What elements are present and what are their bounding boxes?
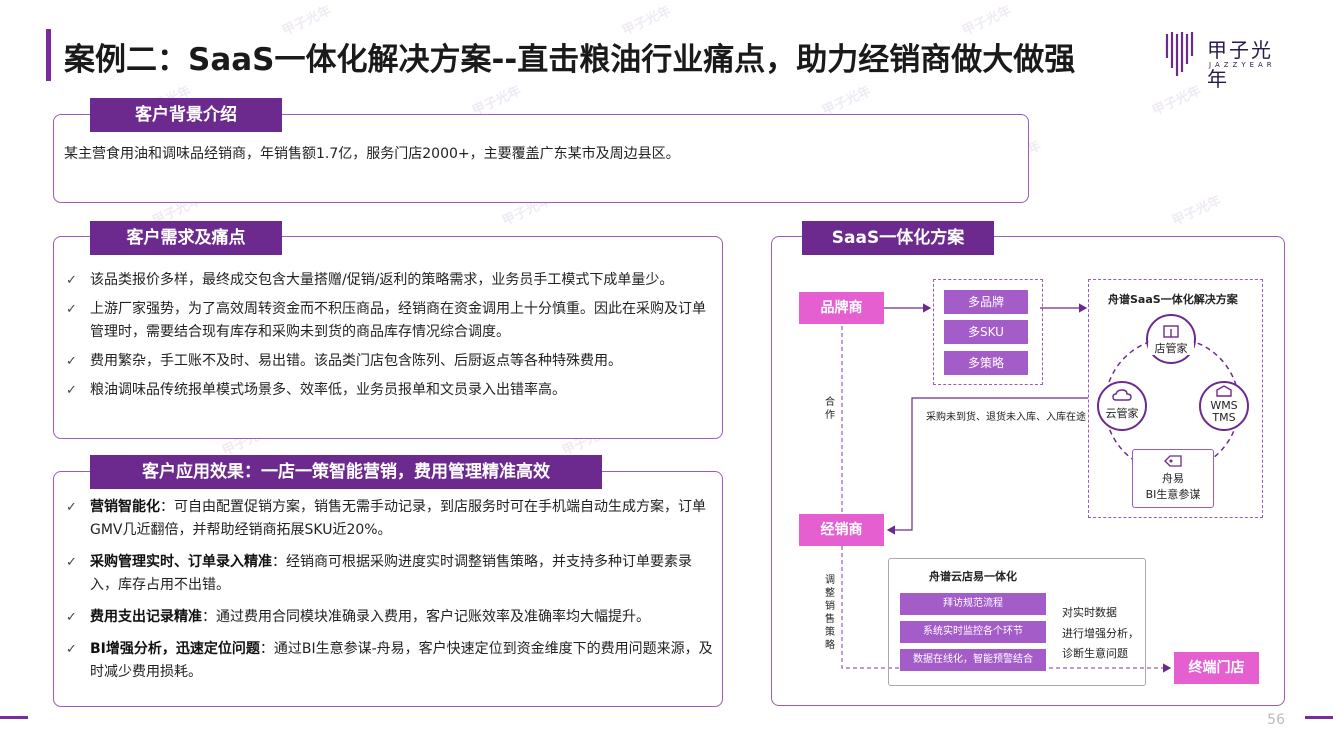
check-icon: ✓ [66,302,77,317]
check-icon: ✓ [66,383,77,398]
wms-tms-node: WMS TMS [1199,381,1249,431]
zhouyi-label: 舟易 [1162,472,1184,485]
logo-cn-text: 甲子光年 [1207,38,1273,91]
watermark: 甲子光年 [1170,193,1224,230]
solution-dashed-box [1088,279,1263,518]
check-icon: ✓ [66,354,77,369]
dealer-box: 经销商 [799,514,884,546]
check-icon: ✓ [66,500,77,515]
store-icon [1163,325,1179,338]
logo-en-text: JAZZYEAR [1209,61,1276,69]
warehouse-icon [1216,385,1232,397]
effects-tag: 客户应用效果：一店一策智能营销，费用管理精准高效 [90,455,602,489]
logo-icon [1165,32,1194,76]
needs-list: ✓该品类报价多样，最终成交包含大量搭赠/促销/返利的策略需求，业务员手工模式下成… [66,269,716,408]
needs-tag: 客户需求及痛点 [90,221,282,255]
logo: 甲子光年 JAZZYEAR [1163,28,1293,91]
background-text: 某主营食用油和调味品经销商，年销售额1.7亿，服务门店2000+，主要覆盖广东某… [64,146,680,162]
cloud-item: 系统实时监控各个环节 [900,621,1046,643]
cloud-title: 舟谱云店易一体化 [929,570,1017,583]
needs-box [53,236,723,439]
check-icon: ✓ [66,610,77,625]
mid-item: 多策略 [944,351,1028,375]
effects-box [53,471,723,707]
list-item: ✓BI增强分析，迅速定位问题：通过BI生意参谋-舟易，客户快速定位到资金维度下的… [66,638,718,684]
cloud-item: 数据在线化，智能预警结合 [900,649,1046,671]
analysis-line: 进行增强分析， [1062,627,1139,640]
watermark: 甲子光年 [1150,83,1204,120]
purchase-note: 采购未到货、退货未入库、入库在途 [926,412,1086,423]
footer-line-left [0,716,28,719]
tag-icon [1164,455,1182,467]
tms-label: TMS [1212,411,1236,424]
background-tag: 客户背景介绍 [90,98,282,132]
list-item: ✓营销智能化：可自由配置促销方案，销售无需手动记录，到店服务时可在手机端自动生成… [66,496,718,542]
effects-list: ✓营销智能化：可自由配置促销方案，销售无需手动记录，到店服务时可在手机端自动生成… [66,496,718,693]
zhouyi-box: 舟易 BI生意参谋 [1132,449,1214,508]
list-item: ✓该品类报价多样，最终成交包含大量搭赠/促销/返利的策略需求，业务员手工模式下成… [66,269,716,292]
mid-item: 多SKU [944,320,1028,344]
check-icon: ✓ [66,642,77,657]
list-item: ✓采购管理实时、订单录入精准：经销商可根据采购进度实时调整销售策略，并支持多种订… [66,551,718,597]
analysis-line: 对实时数据 [1062,606,1117,619]
cloud-icon [1112,389,1132,401]
wms-label: WMS [1210,399,1238,412]
adjust-label: 调整销售策略 [825,575,835,651]
check-icon: ✓ [66,555,77,570]
check-icon: ✓ [66,273,77,288]
yunguanjia-node: 云管家 [1097,381,1147,431]
bi-label: BI生意参谋 [1145,488,1201,501]
brand-box: 品牌商 [799,292,884,324]
solution-title: 舟谱SaaS一体化解决方案 [1108,293,1238,306]
dianguanjia-node: 店管家 [1146,314,1196,364]
cloud-item: 拜访规范流程 [900,593,1046,615]
dianguanjia-label: 店管家 [1148,343,1194,355]
title-accent-bar [46,29,51,81]
list-item: ✓上游厂家强势，为了高效周转资金而不积压商品，经销商在资金调用上十分慎重。因此在… [66,298,716,344]
saas-tag: SaaS一体化方案 [802,221,994,255]
page-number: 56 [1267,712,1285,728]
yunguanjia-label: 云管家 [1105,407,1139,420]
list-item: ✓粮油调味品传统报单模式场景多、效率低，业务员报单和文员录入出错率高。 [66,379,716,402]
background-box [53,114,1029,203]
analysis-line: 诊断生意问题 [1062,647,1128,660]
mid-item: 多品牌 [944,290,1028,314]
store-box: 终端门店 [1174,652,1259,684]
footer-line-right [1305,716,1333,719]
list-item: ✓费用繁杂，手工账不及时、易出错。该品类门店包含陈列、后厨返点等各种特殊费用。 [66,350,716,373]
cloud-solution-box [888,558,1146,686]
page-title: 案例二：SaaS一体化解决方案--直击粮油行业痛点，助力经销商做大做强 [64,42,1076,78]
list-item: ✓费用支出记录精准：通过费用合同模块准确录入费用，客户记账效率及准确率均大幅提升… [66,606,718,629]
mid-dashed-box [933,279,1043,385]
cooperate-label: 合作 [825,397,835,421]
